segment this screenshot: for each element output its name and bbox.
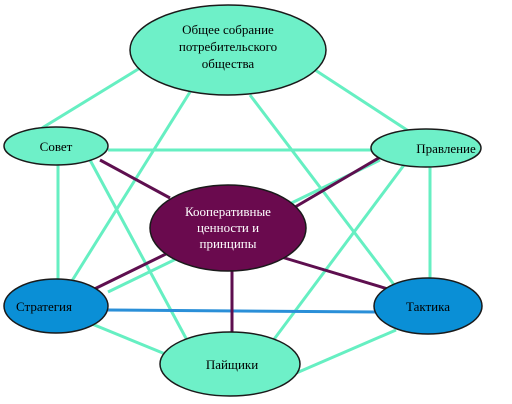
node-council: Совет xyxy=(3,126,109,166)
connector-tactics-shareholders xyxy=(293,328,397,376)
general-assembly-label-line-2: потребительского xyxy=(179,39,277,54)
connector-assembly-council xyxy=(41,66,141,130)
board-label: Правление xyxy=(416,141,476,156)
cooperative-values-label-line-3: принципы xyxy=(200,236,257,251)
shareholders-label: Пайщики xyxy=(206,357,258,372)
cooperative-values-label-line-1: Кооперативные xyxy=(185,204,271,219)
node-general-assembly: Общее собрание потребительского общества xyxy=(129,4,327,96)
general-assembly-label-line-1: Общее собрание xyxy=(182,22,274,37)
node-shareholders: Пайщики xyxy=(159,331,301,397)
council-label: Совет xyxy=(40,139,73,154)
cooperative-values-label-line-2: ценности и xyxy=(197,220,259,235)
tactics-label: Тактика xyxy=(406,299,450,314)
green-connector-lines xyxy=(41,66,432,376)
node-tactics: Тактика xyxy=(373,277,483,335)
spoke-center-tactics xyxy=(277,254,399,294)
node-board: Правление xyxy=(370,128,482,168)
node-strategy: Стратегия xyxy=(3,278,109,334)
spoke-center-council xyxy=(99,158,171,200)
spoke-center-board xyxy=(289,154,383,212)
connector-strategy-tactics xyxy=(107,308,379,314)
connector-assembly-strategy xyxy=(68,91,192,285)
general-assembly-label-line-3: общества xyxy=(202,56,255,71)
connector-assembly-board xyxy=(311,66,411,134)
strategy-label: Стратегия xyxy=(16,299,72,314)
connector-strategy-shareholders xyxy=(91,322,176,360)
node-cooperative-values: Кооперативные ценности и принципы xyxy=(149,184,307,272)
